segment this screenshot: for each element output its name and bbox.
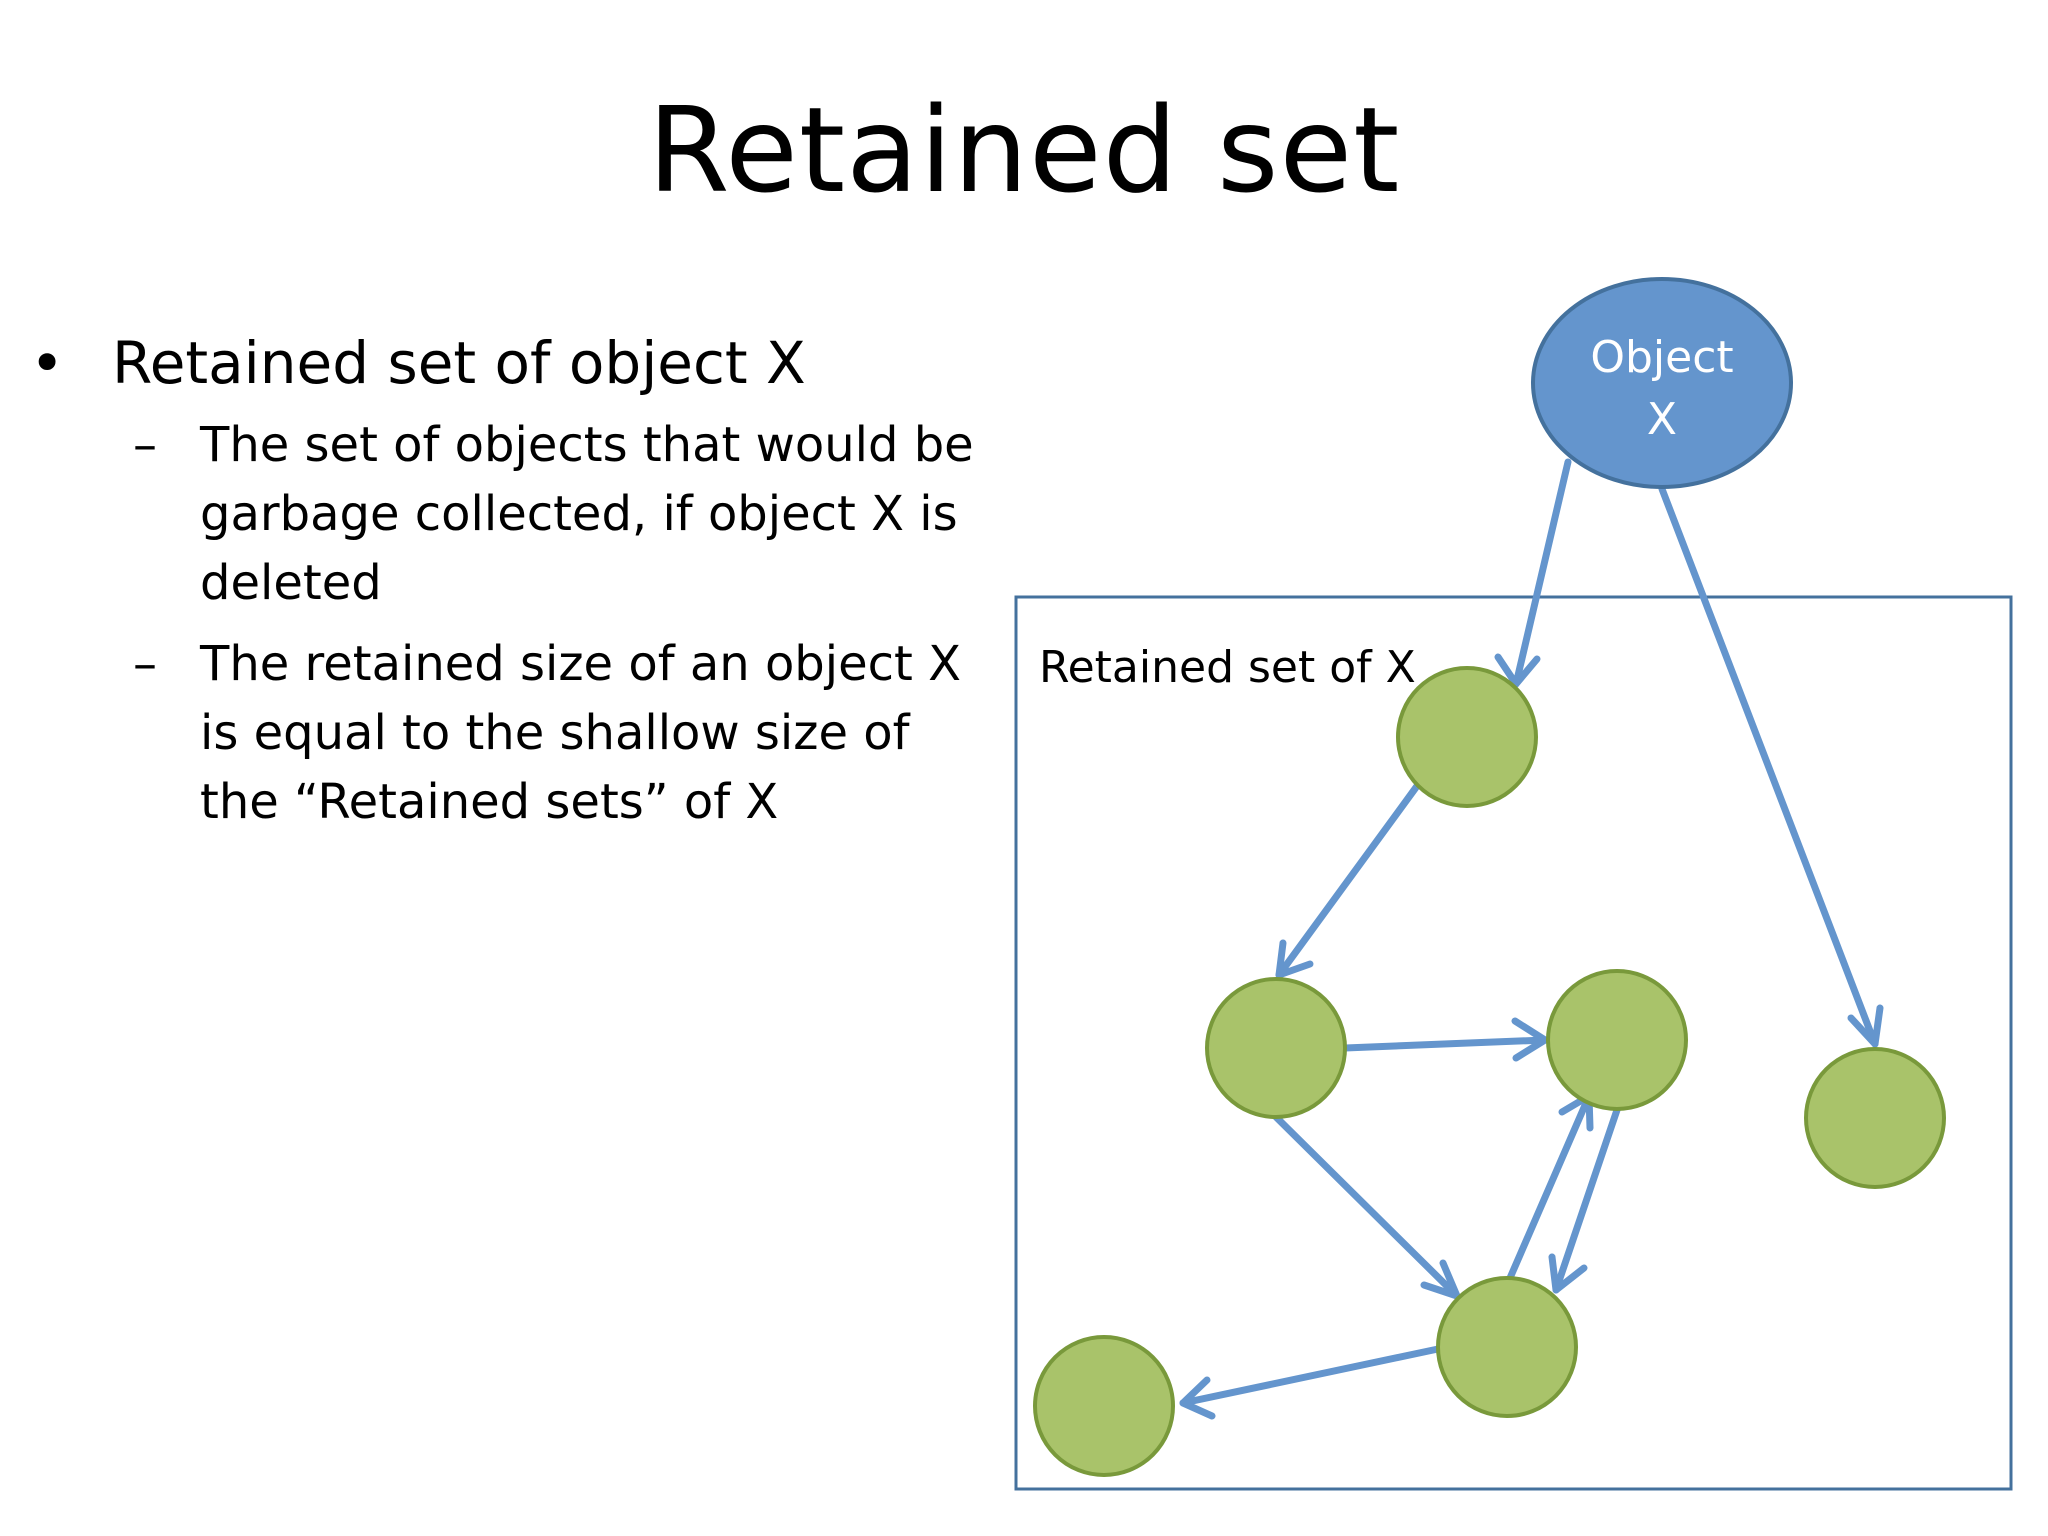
retained-set-box	[1014, 595, 2013, 1491]
sub-bullet-text: The retained size of an object X is equa…	[200, 636, 961, 830]
edge-root-to-node-6	[1658, 485, 1884, 1048]
retained-object-node-5	[1033, 1335, 1175, 1477]
edge-node-2-to-node-4	[1272, 1113, 1461, 1300]
sub-bullet-item: – The retained size of an object X is eq…	[30, 630, 990, 837]
sub-bullet-marker: –	[133, 417, 157, 473]
sub-bullet-text: The set of objects that would be garbage…	[200, 417, 974, 611]
retained-object-node-2	[1205, 977, 1347, 1119]
bullet-item: • Retained set of object X	[30, 325, 990, 401]
edge-node-2-to-node-3	[1341, 1017, 1549, 1062]
bullet-list: • Retained set of object X – The set of …	[30, 325, 990, 837]
edge-node-4-to-node-3	[1506, 1092, 1594, 1282]
edge-node-1-to-node-2	[1275, 782, 1421, 979]
edge-node-3-to-node-4	[1548, 1106, 1621, 1294]
bullet-text: Retained set of object X	[112, 329, 806, 397]
edge-node-4-to-node-5	[1179, 1345, 1442, 1420]
bullet-marker: •	[30, 329, 65, 397]
sub-bullet-item: – The set of objects that would be garba…	[30, 411, 990, 618]
retained-object-node-3	[1546, 969, 1688, 1111]
slide-title: Retained set	[647, 81, 1401, 219]
retained-object-node-6	[1804, 1047, 1946, 1189]
object-x-ellipse	[1531, 277, 1793, 489]
edge-root-to-node-1	[1494, 458, 1572, 688]
retained-object-node-4	[1436, 1276, 1578, 1418]
object-x-label-line-2: X	[1647, 394, 1677, 445]
retained-object-node-1	[1396, 666, 1538, 808]
sub-bullet-marker: –	[133, 636, 157, 692]
object-x-label-line-1: Object	[1590, 332, 1733, 383]
retained-set-label: Retained set of X	[1039, 642, 1416, 693]
object-x-node: Object X	[1531, 277, 1793, 489]
